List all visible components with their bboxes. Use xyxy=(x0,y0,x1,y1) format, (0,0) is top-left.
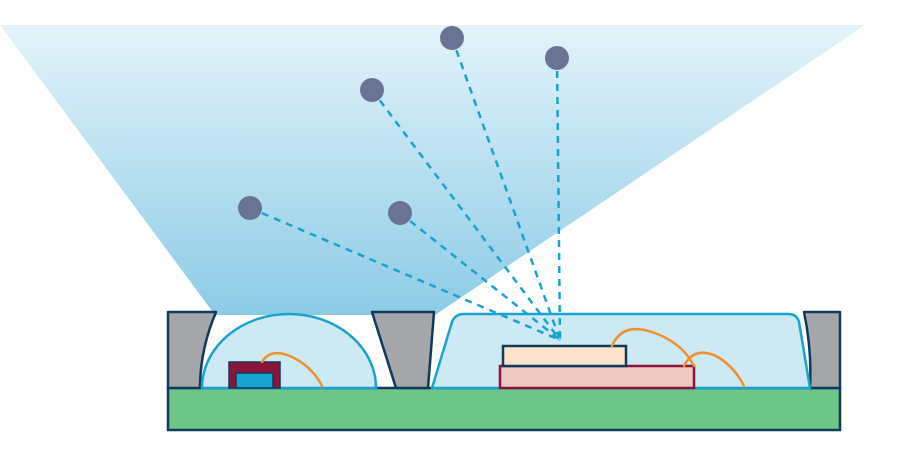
optical-barrier-left xyxy=(166,310,218,390)
reflection-ray xyxy=(450,37,562,341)
target-point xyxy=(360,78,384,102)
emitter-die-core xyxy=(235,372,274,389)
bond-wire-emitter xyxy=(260,351,324,388)
emission-cone xyxy=(0,25,865,315)
target-points xyxy=(238,26,569,225)
reflection-ray xyxy=(249,206,561,342)
target-point xyxy=(440,26,464,50)
bond-wire-receiver-1 xyxy=(610,327,696,368)
emitter-lens-dome xyxy=(200,312,378,390)
receiver-die xyxy=(501,344,628,368)
optical-barrier-right xyxy=(802,310,842,390)
target-point xyxy=(238,196,262,220)
target-point xyxy=(545,46,569,70)
reflection-rays xyxy=(249,37,562,342)
bond-wire-receiver-2 xyxy=(682,351,746,388)
bond-wires xyxy=(260,327,746,388)
target-point xyxy=(388,201,412,225)
optical-barrier-middle xyxy=(370,310,436,390)
reflection-ray xyxy=(371,89,561,341)
substrate xyxy=(166,386,842,432)
reflection-ray xyxy=(399,212,561,341)
reflection-ray xyxy=(555,57,562,341)
receiver-base xyxy=(498,364,696,390)
